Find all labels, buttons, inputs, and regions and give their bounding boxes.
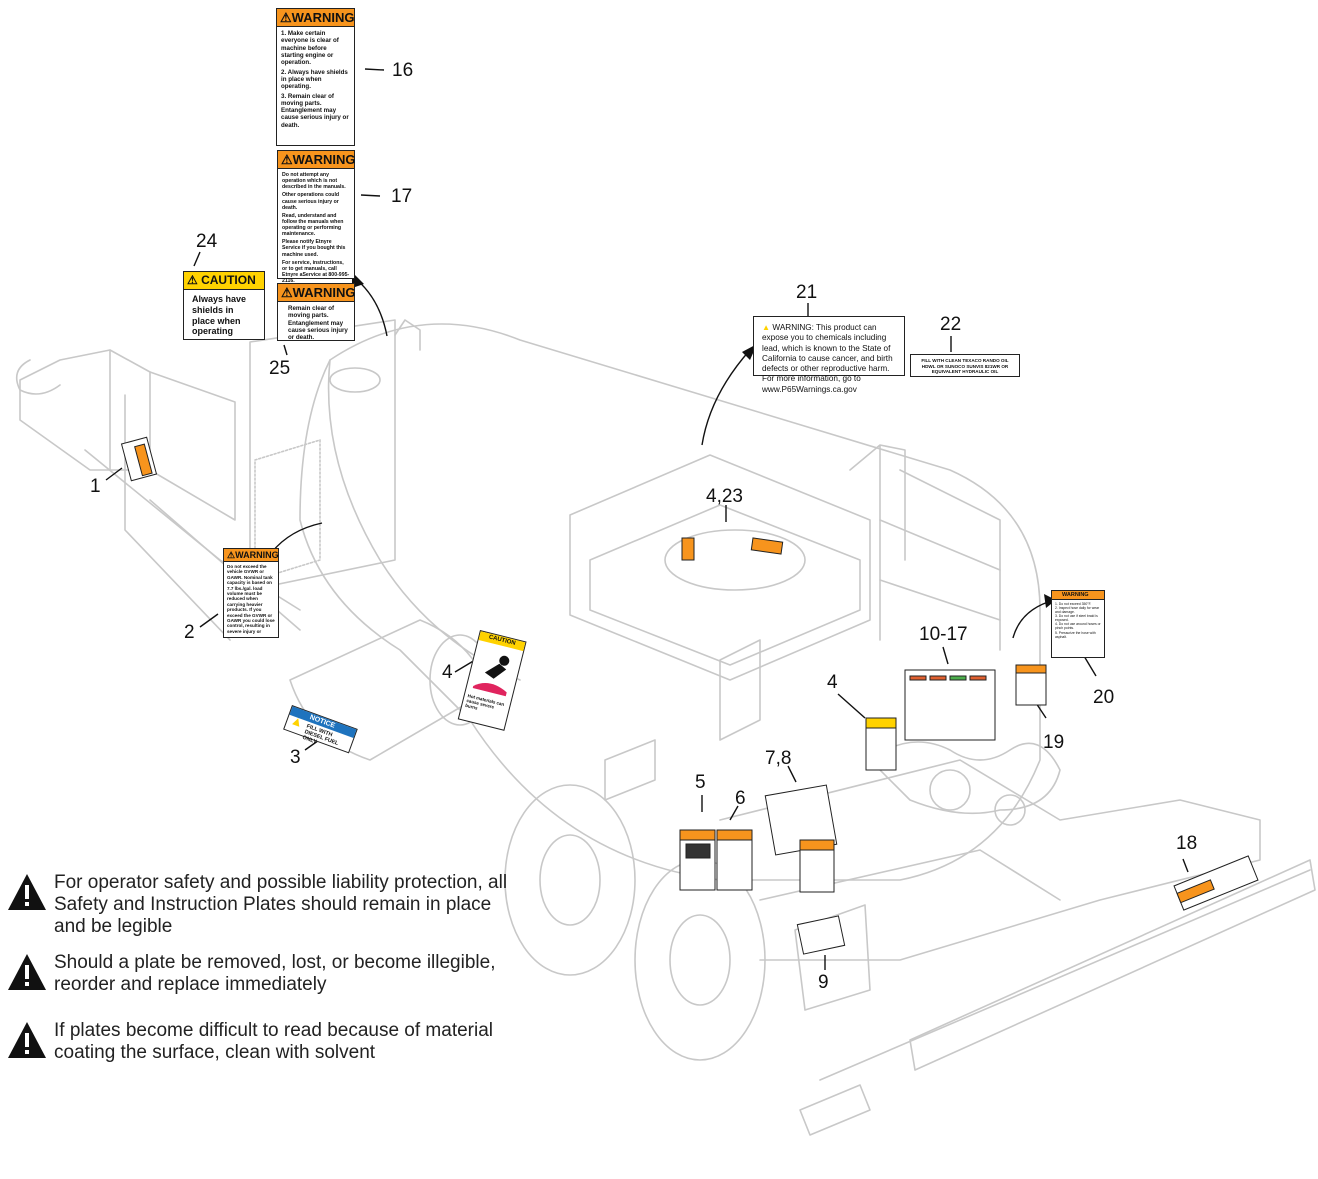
- decal-4-23-a: [681, 537, 695, 561]
- decal-20-warning: WARNING 1. Do not exceed 350°F. 2. Inspe…: [1051, 590, 1105, 658]
- callout-4-23: 4,23: [706, 486, 743, 507]
- warning-triangle-icon: [8, 1022, 46, 1058]
- decal-4-23-b: [750, 537, 784, 555]
- decal-25-line-1: Remain clear of moving parts. Entangleme…: [288, 305, 348, 342]
- decal-20-line-1: 1. Do not exceed 350°F.: [1055, 602, 1092, 606]
- decal-9: [796, 915, 846, 955]
- decal-24-header: ⚠ CAUTION: [184, 272, 264, 290]
- decal-21-prop65: ▲ WARNING: This product can expose you t…: [753, 316, 905, 394]
- spray-bar: [909, 859, 1316, 1071]
- safety-note-1-text: For operator safety and possible liabili…: [54, 872, 508, 937]
- decal-20-line-3: 3. Do not use if steel braid is exposed.: [1055, 614, 1098, 623]
- decal-17-line-2: Other operations could cause serious inj…: [282, 192, 340, 211]
- decal-16-line-3: 3. Remain clear of moving parts. Entangl…: [281, 92, 349, 129]
- decal-16-line-1: 1. Make certain everyone is clear of mac…: [281, 30, 339, 67]
- decal-20-line-5: 5. Pressurize the hose with asphalt.: [1055, 630, 1096, 639]
- warning-triangle-icon: [8, 954, 46, 990]
- safety-note-3: If plates become difficult to read becau…: [6, 1020, 526, 1100]
- callout-18: 18: [1176, 833, 1198, 854]
- callout-20: 20: [1093, 687, 1115, 708]
- hot-material-burn-icon: [472, 655, 510, 697]
- decal-2-warning: ⚠WARNING Do not exceed the vehicle GVWR …: [223, 548, 279, 638]
- decal-24-line-1: Always have shields in place when operat…: [192, 294, 247, 337]
- safety-note-2: Should a plate be removed, lost, or beco…: [6, 952, 526, 1020]
- callout-7-8: 7,8: [765, 748, 792, 769]
- callout-16: 16: [392, 60, 414, 81]
- safety-notes: For operator safety and possible liabili…: [6, 872, 526, 1100]
- decal-2-header: ⚠WARNING: [224, 549, 279, 562]
- railing: [849, 444, 1001, 651]
- decal-17-line-4: Please notify Etnyre Service if you boug…: [282, 239, 346, 258]
- callout-6: 6: [735, 788, 746, 809]
- decal-25-warning: ⚠WARNING Remain clear of moving parts. E…: [277, 283, 356, 342]
- decal-22-text: FILL WITH CLEAN TEXACO RANDO OIL HDWL OR…: [921, 358, 1009, 375]
- decal-25-header: ⚠WARNING: [278, 284, 356, 302]
- callout-25: 25: [269, 358, 291, 379]
- decal-20-line-2: 2. Inspect hose daily for wear and damag…: [1055, 606, 1100, 615]
- callout-5: 5: [695, 772, 706, 793]
- callout-1: 1: [90, 476, 101, 497]
- decal-21-warning-icon: ▲: [762, 323, 771, 332]
- decal-17-line-1: Do not attempt any operation which is no…: [282, 172, 346, 191]
- decal-21-text: WARNING: This product can expose you to …: [762, 323, 893, 394]
- hatch-box: [569, 454, 871, 681]
- wheel-front: [504, 784, 636, 976]
- decals-10-17: [904, 669, 996, 741]
- callout-10-17: 10-17: [919, 624, 968, 645]
- decal-17-line-3: Read, understand and follow the manuals …: [282, 212, 344, 238]
- decal-20-header: WARNING: [1052, 591, 1104, 600]
- warning-triangle-icon: [8, 874, 46, 910]
- decal-2-line-1: Do not exceed the vehicle GVWR or GAWR. …: [227, 564, 275, 634]
- callout-17: 17: [391, 186, 413, 207]
- safety-note-3-text: If plates become difficult to read becau…: [54, 1020, 494, 1063]
- callout-19: 19: [1043, 732, 1065, 753]
- callout-2: 2: [184, 622, 195, 643]
- rear-panel: [794, 904, 871, 1011]
- callout-21: 21: [796, 282, 818, 303]
- hitch-frame: [19, 349, 151, 471]
- decal-22-hydraulic-oil: FILL WITH CLEAN TEXACO RANDO OIL HDWL OR…: [910, 354, 1020, 377]
- callout-3: 3: [290, 747, 301, 768]
- decal-17-header: ⚠WARNING: [278, 151, 356, 169]
- callout-24: 24: [196, 231, 218, 252]
- callout-4-left: 4: [442, 662, 453, 683]
- safety-note-1: For operator safety and possible liabili…: [6, 872, 526, 952]
- decal-17-line-5: For service, instructions, or to get man…: [282, 259, 350, 284]
- decal-16-warning: ⚠WARNING 1. Make certain everyone is cle…: [276, 8, 355, 146]
- safety-note-2-text: Should a plate be removed, lost, or beco…: [54, 952, 496, 995]
- decal-20-line-4: 4. Do not use around hoses or pinch poin…: [1055, 622, 1101, 631]
- decal-17-warning: ⚠WARNING Do not attempt any operation wh…: [277, 150, 356, 284]
- decal-16-header: ⚠WARNING: [277, 9, 355, 27]
- plumbing: [869, 741, 1061, 815]
- callout-22: 22: [940, 314, 962, 335]
- decal-4-caution: CAUTION Hot materials can cause severe b…: [457, 630, 527, 731]
- decal-16-line-2: 2. Always have shields in place when ope…: [281, 68, 348, 91]
- callout-9: 9: [818, 972, 829, 993]
- chassis: [719, 759, 1261, 961]
- decal-24-caution: ⚠ CAUTION Always have shields in place w…: [183, 271, 265, 340]
- callout-4-right: 4: [827, 672, 838, 693]
